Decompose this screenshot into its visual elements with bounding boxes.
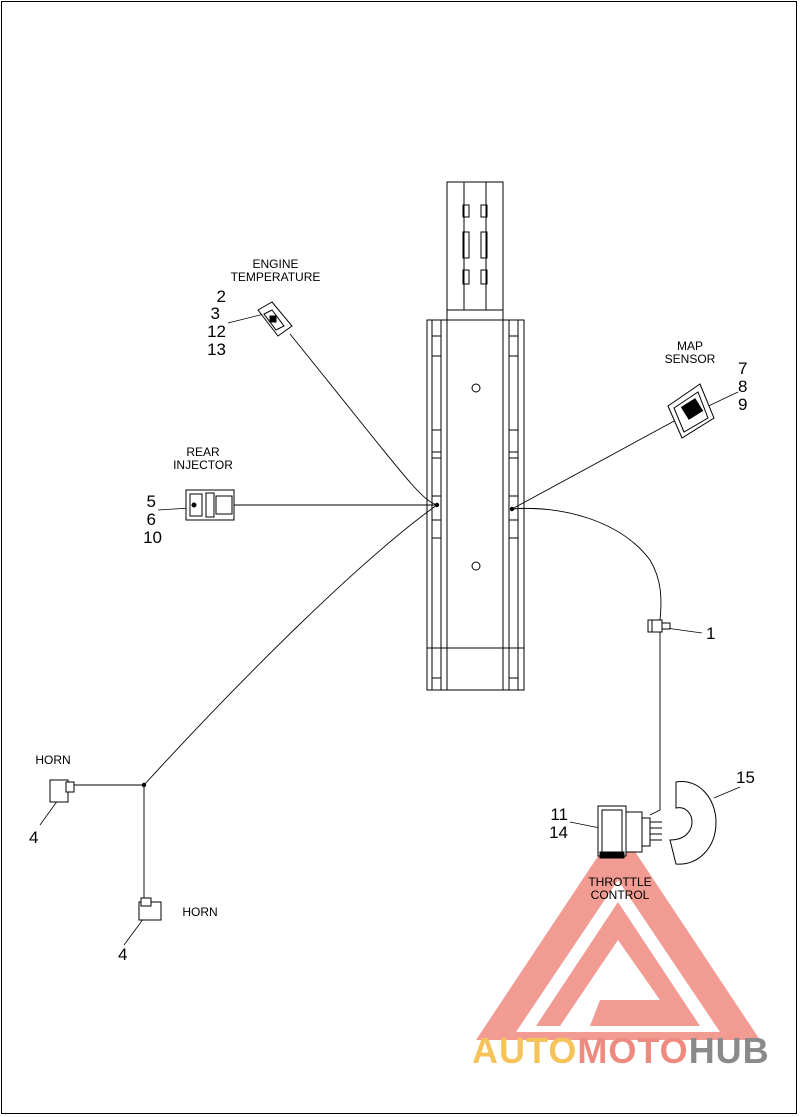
callout-horn-left-4: 4 xyxy=(29,828,39,847)
horn-label-left: HORN xyxy=(35,753,71,767)
engine-temperature-label: ENGINE TEMPERATURE xyxy=(230,257,321,284)
splice-point-horn xyxy=(141,782,147,788)
callout-engine-temp-3: 3 xyxy=(210,304,220,323)
callout-throttle-14: 14 xyxy=(549,823,568,842)
throttle-control-connector xyxy=(597,805,662,859)
callout-map-7: 7 xyxy=(738,359,748,378)
callout-rear-injector-10: 10 xyxy=(143,528,162,547)
callout-cover-15: 15 xyxy=(736,768,755,787)
callout-engine-temp-13: 13 xyxy=(207,340,226,359)
splice-point-right xyxy=(509,506,515,512)
engine-temperature-sensor-connector xyxy=(257,301,293,337)
rear-injector-label: REAR INJECTOR xyxy=(173,445,233,472)
watermark-part-hub: HUB xyxy=(688,1030,770,1071)
throttle-control-label: THROTTLE CONTROL xyxy=(588,875,652,902)
throttle-cover xyxy=(669,781,717,865)
horn-label-right: HORN xyxy=(182,905,218,919)
callout-engine-temp-2: 2 xyxy=(216,287,226,306)
rear-injector-connector xyxy=(185,489,235,521)
wire-harness xyxy=(70,333,677,900)
callout-horn-bottom-4: 4 xyxy=(118,945,128,964)
callout-rear-injector-6: 6 xyxy=(146,510,156,529)
callout-map-9: 9 xyxy=(738,395,748,414)
map-sensor-connector xyxy=(667,383,715,439)
horn-connector-left xyxy=(49,779,75,803)
callout-rear-injector-5: 5 xyxy=(146,492,156,511)
watermark-logo-triangle xyxy=(476,826,760,1040)
horn-connector-bottom xyxy=(138,897,162,921)
callout-map-8: 8 xyxy=(738,377,748,396)
watermark-part-moto: MOTO xyxy=(577,1030,689,1071)
map-sensor-label: MAP SENSOR xyxy=(664,339,716,366)
watermark-text: AUTOMOTOHUB xyxy=(472,1030,770,1072)
inline-connector xyxy=(647,619,671,633)
watermark-part-auto: AUTO xyxy=(472,1030,578,1071)
callout-engine-temp-12: 12 xyxy=(207,322,226,341)
callout-throttle-11: 11 xyxy=(550,805,568,824)
splice-point-left xyxy=(434,502,440,508)
callout-inline-connector-1: 1 xyxy=(706,624,716,643)
frame-rail xyxy=(426,181,525,691)
